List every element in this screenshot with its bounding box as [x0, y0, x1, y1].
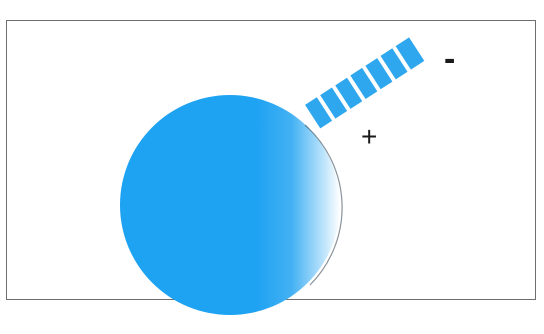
sphere-head — [120, 95, 340, 315]
positive-sign-label: + — [361, 121, 377, 152]
negative-sign-label: - — [444, 40, 455, 78]
striped-tail — [305, 37, 424, 128]
